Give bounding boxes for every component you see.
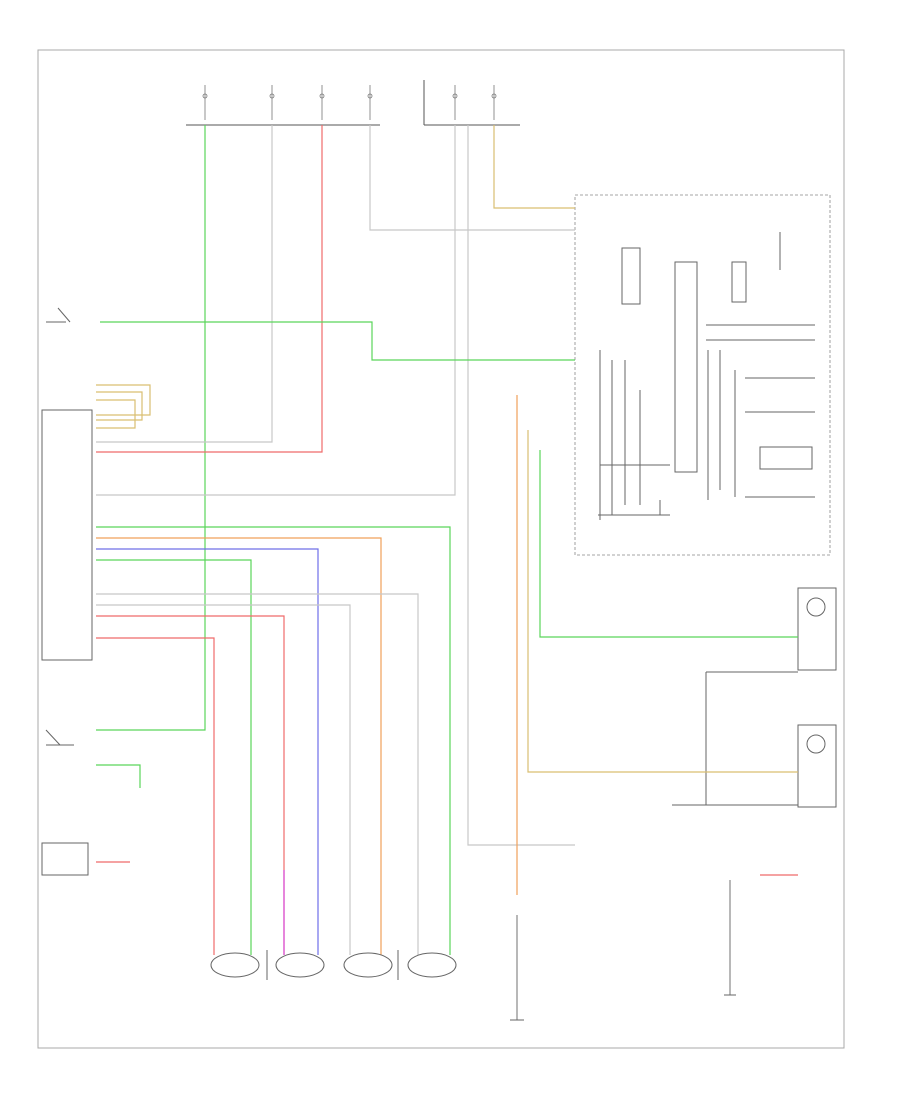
control-unit-box (574, 194, 831, 556)
wires (96, 125, 798, 1020)
diagram-frame (37, 49, 845, 1049)
ground-symbols (510, 994, 736, 1021)
right-switch-components (672, 587, 837, 808)
left-connector-block (41, 409, 93, 661)
control-unit-internals (598, 232, 815, 520)
fuse-block (186, 80, 520, 126)
bottom-connectors (210, 950, 457, 980)
lower-left-components (41, 307, 89, 876)
